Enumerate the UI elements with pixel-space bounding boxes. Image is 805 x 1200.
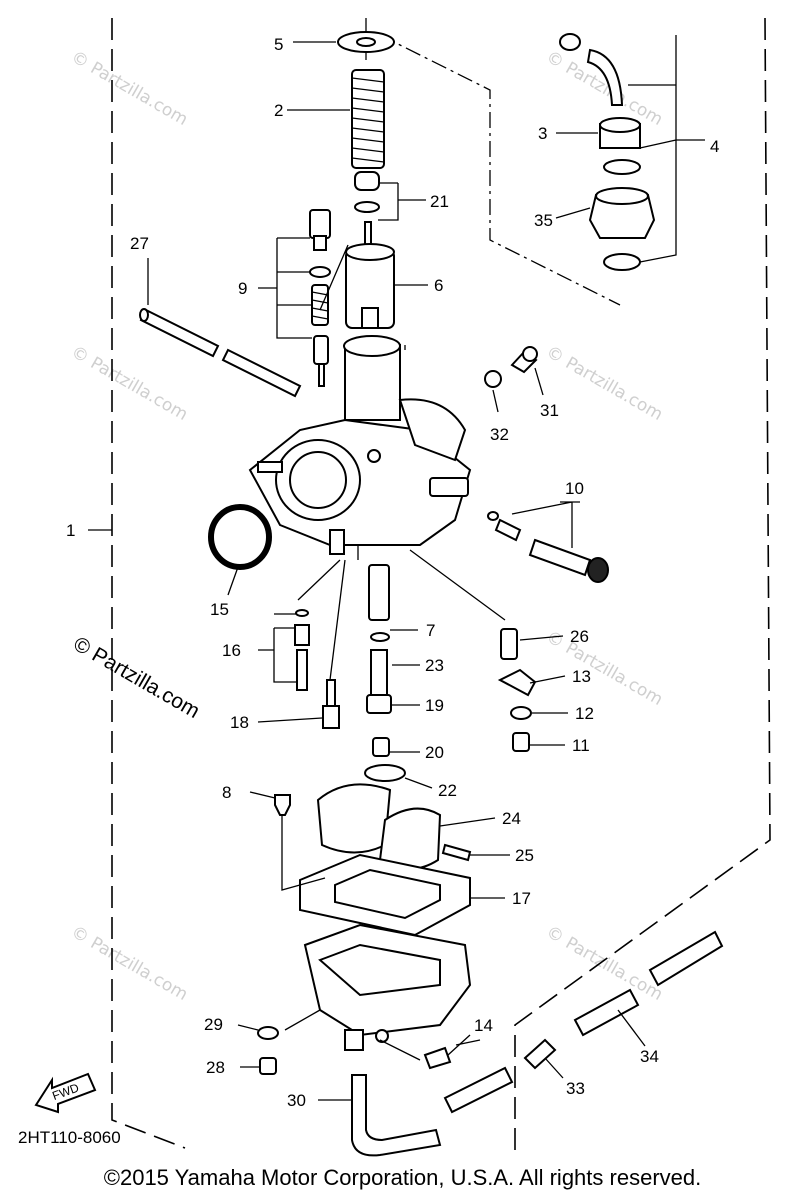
callout-35: 35	[534, 211, 553, 230]
callout-4: 4	[710, 137, 719, 156]
o-ring-small-part	[370, 632, 390, 642]
callout-2: 2	[274, 101, 283, 120]
washer-hole	[356, 37, 376, 47]
callout-32: 32	[490, 425, 509, 444]
seal-washer-part	[484, 370, 502, 388]
callout-10: 10	[565, 479, 584, 498]
callouts: 5 2 3 4 35 21 6 9 27 1 31 32 10 15 16 7 …	[66, 35, 719, 1110]
callout-13: 13	[572, 667, 591, 686]
callout-9: 9	[238, 279, 247, 298]
callout-30: 30	[287, 1091, 306, 1110]
overflow-pipe-part	[139, 308, 302, 398]
callout-34: 34	[640, 1047, 659, 1066]
fitting-33-part	[523, 1038, 557, 1070]
callout-19: 19	[425, 696, 444, 715]
callout-15: 15	[210, 600, 229, 619]
callout-25: 25	[515, 846, 534, 865]
washer-29-part	[257, 1026, 279, 1040]
callout-23: 23	[425, 656, 444, 675]
cap-top-ring	[595, 187, 649, 205]
callout-5: 5	[274, 35, 283, 54]
float-screw-part	[274, 794, 291, 816]
callout-7: 7	[426, 621, 435, 640]
o-ring-part	[208, 504, 272, 570]
main-jet-part	[372, 737, 390, 757]
watermark: © Partzilla.com	[543, 627, 667, 710]
callout-6: 6	[434, 276, 443, 295]
watermark: © Partzilla.com	[68, 342, 192, 425]
drain-hose-part	[351, 1074, 442, 1157]
screw-11-part	[512, 732, 530, 752]
callout-26: 26	[570, 627, 589, 646]
leader-lines	[88, 35, 705, 1101]
hose-34-part	[573, 988, 640, 1037]
plug-28-part	[259, 1057, 277, 1075]
callout-18: 18	[230, 713, 249, 732]
cable-adjuster-nut-part	[559, 33, 581, 51]
carburetor-exploded-diagram: © Partzilla.com © Partzilla.com © Partzi…	[18, 17, 771, 1157]
guide-line	[365, 18, 621, 306]
pilot-jet-part	[322, 679, 340, 729]
callout-20: 20	[425, 743, 444, 762]
air-screw-assembly	[309, 209, 331, 387]
washer-12-part	[510, 706, 532, 720]
carburetor-body-part	[248, 335, 472, 555]
callout-14: 14	[474, 1016, 493, 1035]
fwd-arrow: FWD	[34, 1072, 97, 1114]
baffle-washer-part	[364, 764, 406, 782]
cap-top	[599, 117, 641, 133]
callout-8: 8	[222, 783, 231, 802]
pilot-screw-part	[294, 609, 310, 691]
needle-retainer-part	[354, 171, 380, 191]
copyright-text: ©2015 Yamaha Motor Corporation, U.S.A. A…	[103, 1165, 702, 1190]
spring-part	[351, 69, 385, 169]
cable-elbow-part	[586, 48, 624, 106]
callout-24: 24	[502, 809, 521, 828]
float-valve-clip-part	[497, 668, 537, 697]
callout-33: 33	[566, 1079, 585, 1098]
float-part	[316, 783, 442, 870]
assembly-boundary	[111, 17, 771, 1150]
float-chamber-part	[303, 923, 472, 1051]
drain-hose-seg	[443, 1066, 514, 1114]
float-valve-part	[500, 628, 518, 660]
watermark: © Partzilla.com	[68, 922, 192, 1005]
callout-17: 17	[512, 889, 531, 908]
callout-16: 16	[222, 641, 241, 660]
callout-1: 1	[66, 521, 75, 540]
throttle-stop-screw-part	[487, 511, 609, 583]
callout-21: 21	[430, 192, 449, 211]
drain-plug-part	[423, 1046, 452, 1070]
callout-22: 22	[438, 781, 457, 800]
gasket-inner	[334, 868, 441, 920]
needle-clip-part	[354, 201, 380, 213]
needle-jet-part	[368, 564, 390, 621]
callout-27: 27	[130, 234, 149, 253]
callout-29: 29	[204, 1015, 223, 1034]
diagram-code: 2HT110-8060	[18, 1128, 121, 1147]
throttle-valve-part	[345, 243, 395, 329]
hose-34b-part	[648, 930, 724, 987]
watermark: © Partzilla.com	[543, 342, 667, 425]
cap-washer-part	[603, 159, 641, 175]
callout-11: 11	[572, 736, 590, 755]
watermark: © Partzilla.com	[68, 47, 192, 130]
watermark: © Partzilla.com	[70, 632, 204, 723]
callout-31: 31	[540, 401, 559, 420]
cap-circlip-part	[603, 253, 641, 271]
callout-28: 28	[206, 1058, 225, 1077]
watermark: © Partzilla.com	[543, 922, 667, 1005]
float-pin-part	[441, 843, 472, 862]
drain-screw-head	[522, 346, 538, 362]
callout-3: 3	[538, 124, 547, 143]
main-nozzle-part	[366, 649, 392, 714]
callout-12: 12	[575, 704, 594, 723]
